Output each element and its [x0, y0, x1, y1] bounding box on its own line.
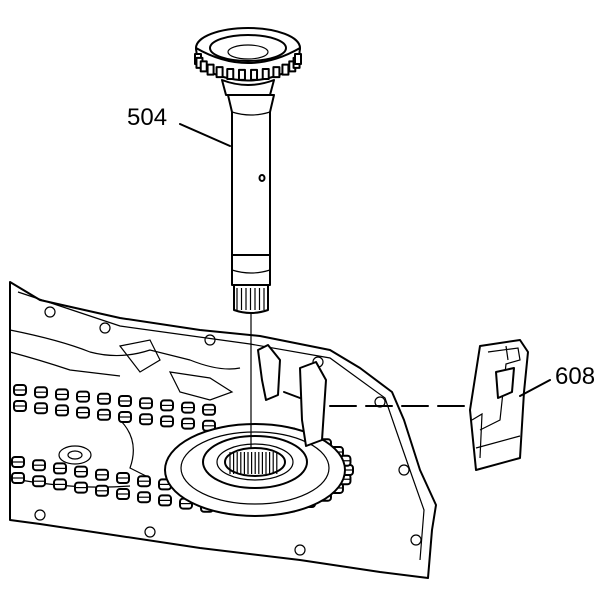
chain-link [202, 403, 216, 416]
chain-link [13, 400, 27, 412]
crown-tooth [199, 60, 208, 73]
bracket-608 [469, 339, 529, 471]
leader-line-608 [519, 379, 551, 397]
chain-link [116, 488, 130, 500]
crown-tooth [250, 68, 259, 81]
chain-link [34, 386, 48, 399]
crown-tooth [281, 63, 290, 76]
crown-tooth [215, 66, 224, 79]
chain-link [139, 397, 153, 410]
chain-link [160, 399, 174, 412]
chain-link [181, 401, 195, 414]
chain-link [55, 404, 69, 417]
chain-link [34, 402, 48, 415]
case-support-posts [257, 344, 327, 447]
chain-link [53, 478, 67, 491]
chain-link [53, 462, 67, 475]
chain-link [74, 481, 88, 494]
chain-link [118, 395, 132, 407]
chain-link [160, 415, 174, 428]
input-shaft-504 [194, 27, 302, 314]
chain-link [11, 456, 25, 468]
chain-link [76, 390, 90, 403]
leader-line-504 [179, 123, 231, 147]
crown-tooth [294, 53, 302, 65]
chain-link [116, 472, 130, 484]
chain-link [32, 459, 46, 472]
chain-link [97, 392, 111, 405]
chain-link [95, 468, 109, 481]
chain-link [181, 417, 195, 430]
crown-tooth [272, 66, 281, 79]
chain-link [13, 384, 27, 396]
crown-tooth [237, 68, 246, 81]
chain-link [11, 472, 25, 484]
crown-tooth [261, 67, 270, 80]
chain-link [55, 388, 69, 401]
callout-504-label: 504 [127, 104, 168, 131]
callout-608-label: 608 [555, 363, 596, 390]
drive-sprocket [164, 423, 346, 517]
crown-tooth [226, 67, 235, 80]
chain-link [97, 408, 111, 421]
chain-link [95, 484, 109, 497]
chain-link [137, 475, 151, 488]
chain-link [32, 475, 46, 488]
chain-link [118, 411, 132, 423]
chain-link [74, 465, 88, 478]
chain-link [137, 491, 151, 504]
crown-tooth [206, 63, 215, 76]
chain-link [139, 413, 153, 426]
chain-link [76, 406, 90, 419]
chain-link [158, 494, 172, 507]
